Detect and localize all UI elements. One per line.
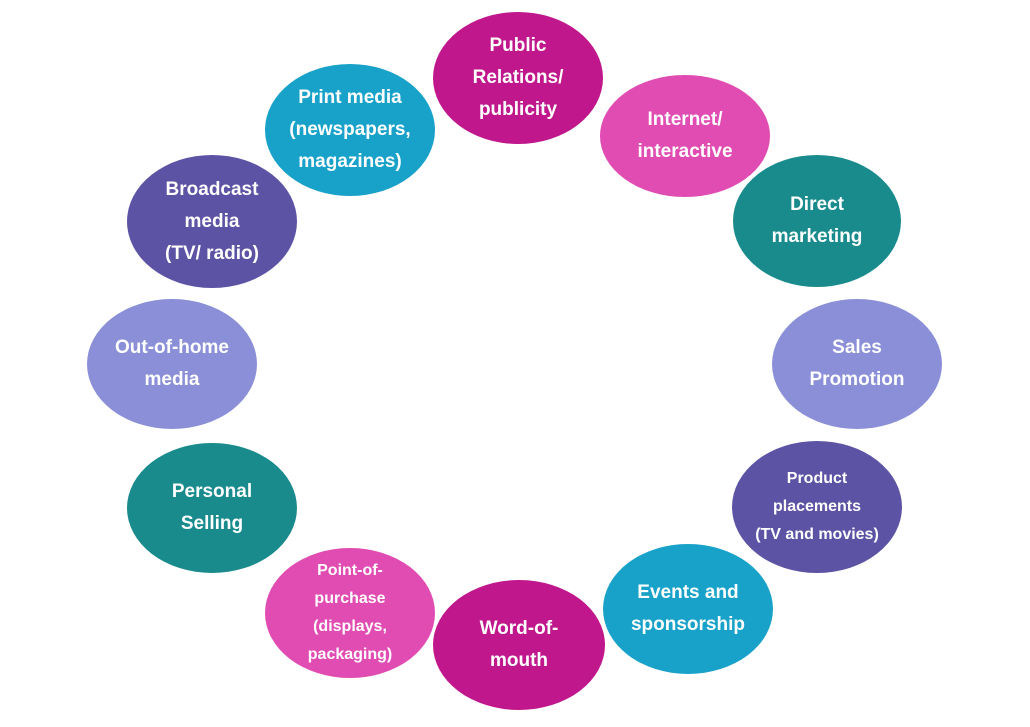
node-label: Sales Promotion [809,337,905,390]
node-sales-promotion: Sales Promotion [772,299,942,429]
node-label: Public Relations/ publicity [472,35,564,120]
node-broadcast-media: Broadcast media (TV/ radio) [127,155,297,288]
node-direct-marketing: Direct marketing [733,155,901,287]
node-out-of-home-media: Out-of-home media [87,299,257,429]
node-internet-interactive: Internet/ interactive [600,75,770,197]
node-public-relations: Public Relations/ publicity [433,12,603,144]
node-label: Product placements (TV and movies) [755,470,879,543]
node-product-placements: Product placements (TV and movies) [732,441,902,573]
node-print-media: Print media (newspapers, magazines) [265,64,435,196]
node-label: Personal Selling [171,481,253,534]
node-label: Events and sponsorship [630,582,745,635]
node-point-of-purchase: Point-of- purchase (displays, packaging) [265,548,435,678]
node-label: Point-of- purchase (displays, packaging) [307,562,393,663]
node-label: Out-of-home media [115,337,229,390]
node-word-of-mouth: Word-of- mouth [433,580,605,710]
node-label: Internet/ interactive [637,109,733,162]
node-label: Word-of- mouth [479,618,559,671]
node-label: Print media (newspapers, magazines) [289,87,411,172]
node-personal-selling: Personal Selling [127,443,297,573]
node-events-sponsorship: Events and sponsorship [603,544,773,674]
node-label: Broadcast media (TV/ radio) [165,178,259,264]
node-label: Direct marketing [771,194,863,247]
